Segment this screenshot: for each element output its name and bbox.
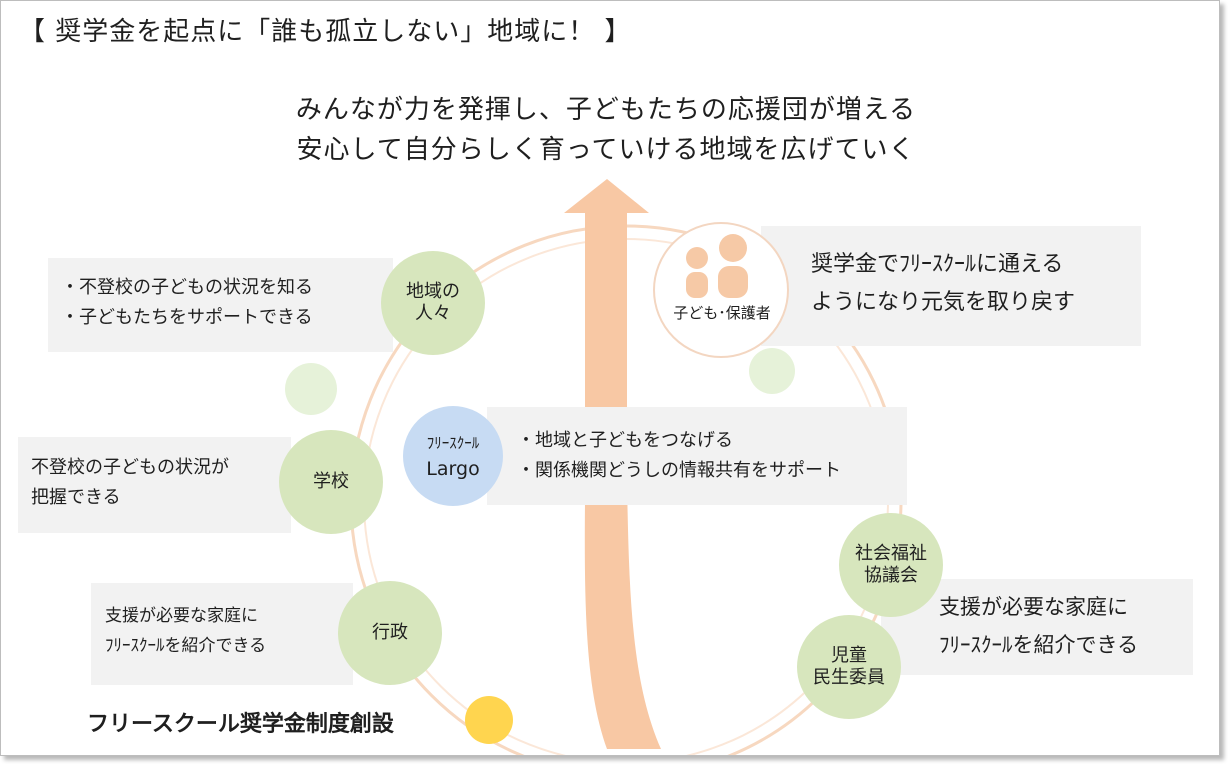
person-large-head (719, 234, 747, 262)
center-node-line-1: ﾌﾘｰｽｸｰﾙ (426, 434, 480, 452)
community-node-line-1: 地域の (406, 281, 460, 302)
community-box (48, 258, 393, 352)
child-box-line-2: ようになり元気を取り戻す (811, 290, 1076, 315)
community-box-line-2: ・子どもたちをサポートできる (61, 307, 313, 328)
center-node-line-2: Largo (426, 458, 480, 480)
welfare-box-text: 支援が必要な家庭に ﾌﾘｰｽｸｰﾙを紹介できる (939, 588, 1138, 664)
center-node: ﾌﾘｰｽｸｰﾙ Largo (403, 406, 503, 506)
headline-line-1: みんなが力を発揮し、子どもたちの応援団が増える (295, 95, 917, 125)
community-box-line-1: ・不登校の子どもの状況を知る (61, 277, 313, 298)
center-box (487, 407, 907, 505)
commissioner-node: 児童 民生委員 (797, 615, 901, 719)
person-small-body (686, 272, 708, 298)
school-node-label: 学校 (313, 471, 349, 492)
school-box (18, 437, 291, 533)
school-box-line-1: 不登校の子どもの状況が (31, 457, 229, 478)
welfare-node-line-1: 社会福祉 (855, 543, 927, 564)
center-box-text: ・地域と子どもをつなげる ・関係機関どうしの情報共有をサポート (517, 426, 841, 486)
welfare-box-line-1: 支援が必要な家庭に (939, 595, 1128, 619)
government-box-line-1: 支援が必要な家庭に (105, 606, 258, 626)
child-guardian-node: 子ども･保護者 (653, 222, 789, 358)
pale-green-dot-left (285, 363, 337, 415)
welfare-node: 社会福祉 協議会 (839, 513, 943, 617)
welfare-node-line-2: 協議会 (864, 565, 918, 586)
government-box (91, 583, 353, 685)
child-box (761, 226, 1141, 346)
headline-line-2: 安心して自分らしく育っていける地域を広げていく (296, 135, 916, 165)
pale-green-dot-right (749, 348, 795, 394)
school-box-line-2: 把握できる (31, 487, 121, 508)
people-icon (686, 234, 748, 298)
child-box-line-1: 奨学金でﾌﾘｰｽｸｰﾙに通える (811, 252, 1064, 277)
yellow-dot (465, 696, 513, 744)
government-box-line-2: ﾌﾘｰｽｸｰﾙを紹介できる (105, 636, 267, 656)
child-guardian-label: 子ども･保護者 (673, 304, 771, 322)
school-box-text: 不登校の子どもの状況が 把握できる (31, 453, 229, 513)
child-box-text: 奨学金でﾌﾘｰｽｸｰﾙに通える ようになり元気を取り戻す (811, 246, 1075, 322)
community-box-text: ・不登校の子どもの状況を知る ・子どもたちをサポートできる (61, 273, 313, 333)
community-node-line-2: 人々 (415, 303, 451, 324)
government-node-label: 行政 (372, 622, 408, 643)
commissioner-node-line-2: 民生委員 (813, 667, 885, 688)
government-box-text: 支援が必要な家庭に ﾌﾘｰｽｸｰﾙを紹介できる (105, 601, 266, 661)
commissioner-node-line-1: 児童 (831, 645, 867, 666)
slide-title: 【 奨学金を起点に「誰も孤立しない」地域に！ 】 (19, 17, 632, 47)
center-box-line-1: ・地域と子どもをつなげる (517, 430, 733, 451)
scholarship-system-label: フリースクール奨学金制度創設 (87, 712, 394, 737)
welfare-box-line-2: ﾌﾘｰｽｸｰﾙを紹介できる (939, 633, 1139, 657)
center-box-line-2: ・関係機関どうしの情報共有をサポート (517, 460, 841, 481)
person-large-body (718, 266, 748, 298)
person-small-head (686, 247, 708, 269)
community-node: 地域の 人々 (381, 251, 485, 355)
school-node: 学校 (279, 430, 383, 534)
government-node: 行政 (338, 581, 442, 685)
